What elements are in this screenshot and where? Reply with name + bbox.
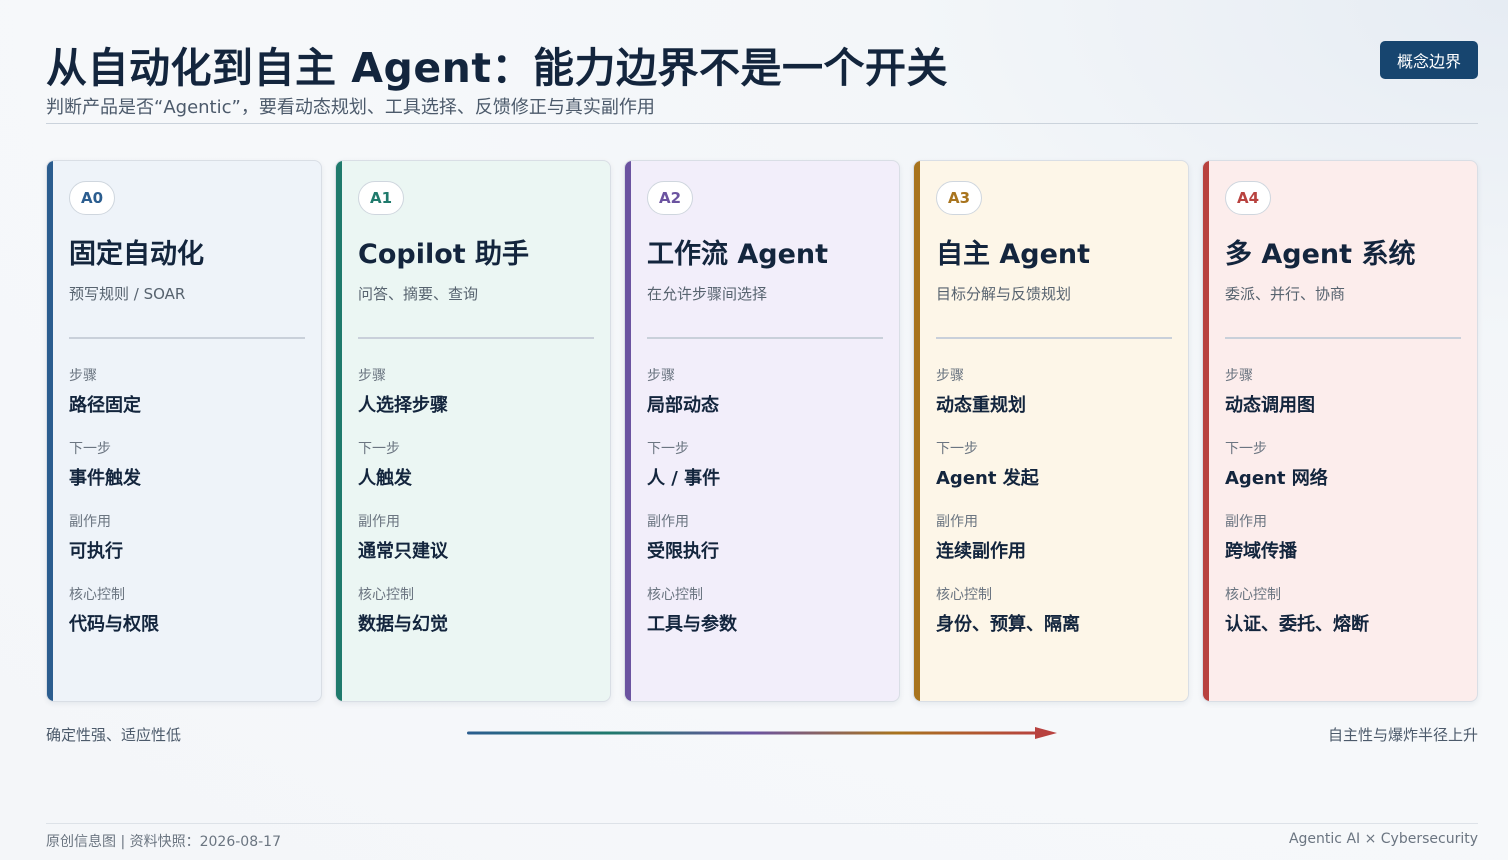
field-label: 下一步 [1225, 441, 1267, 457]
field-steps: 步骤 动态重规划 [936, 365, 1172, 417]
field-steps: 步骤 路径固定 [69, 365, 305, 417]
field-value: 动态重规划 [936, 395, 1026, 416]
field-core-control: 核心控制 代码与权限 [69, 584, 305, 636]
field-side-effect: 副作用 连续副作用 [936, 511, 1172, 563]
level-badge: A4 [1225, 181, 1271, 215]
field-next-step: 下一步 人触发 [358, 438, 594, 490]
field-next-step: 下一步 Agent 发起 [936, 438, 1172, 490]
level-badge: A2 [647, 181, 693, 215]
field-value: 数据与幻觉 [358, 614, 448, 635]
field-value: 路径固定 [69, 395, 141, 416]
card-a4: A4 多 Agent 系统 委派、并行、协商 步骤 动态调用图 下一步 Agen… [1202, 160, 1478, 702]
arrow-head [1035, 727, 1057, 739]
field-value: 连续副作用 [936, 541, 1026, 562]
field-core-control: 核心控制 数据与幻觉 [358, 584, 594, 636]
card-a3: A3 自主 Agent 目标分解与反馈规划 步骤 动态重规划 下一步 Agent… [913, 160, 1189, 702]
arrow-shaft [467, 731, 1039, 735]
field-value: Agent 发起 [936, 468, 1039, 489]
field-label: 步骤 [69, 368, 97, 384]
field-side-effect: 副作用 可执行 [69, 511, 305, 563]
field-label: 核心控制 [69, 587, 125, 603]
field-value: Agent 网络 [1225, 468, 1328, 489]
card-title: 自主 Agent [936, 239, 1091, 270]
field-steps: 步骤 动态调用图 [1225, 365, 1461, 417]
header-divider [46, 123, 1478, 124]
card-subtitle: 目标分解与反馈规划 [936, 285, 1072, 303]
card-divider [69, 337, 305, 339]
level-badge: A3 [936, 181, 982, 215]
field-core-control: 核心控制 工具与参数 [647, 584, 883, 636]
footer-divider [46, 823, 1478, 824]
field-label: 副作用 [358, 514, 400, 530]
autonomy-gradient-arrow [467, 727, 1057, 739]
card-title: 工作流 Agent [647, 239, 829, 270]
axis-right-label: 自主性与爆炸半径上升 [1327, 726, 1478, 744]
field-label: 下一步 [69, 441, 111, 457]
card-title: 固定自动化 [69, 239, 204, 270]
field-value: 事件触发 [69, 468, 141, 489]
field-label: 副作用 [69, 514, 111, 530]
autonomy-level-cards: A0 固定自动化 预写规则 / SOAR 步骤 路径固定 下一步 事件触发 副作… [46, 160, 1478, 702]
field-value: 认证、委托、熔断 [1225, 614, 1369, 635]
field-core-control: 核心控制 认证、委托、熔断 [1225, 584, 1461, 636]
field-label: 副作用 [647, 514, 689, 530]
card-divider [358, 337, 594, 339]
field-label: 步骤 [358, 368, 386, 384]
field-side-effect: 副作用 跨域传播 [1225, 511, 1461, 563]
field-label: 核心控制 [936, 587, 992, 603]
card-divider [647, 337, 883, 339]
field-next-step: 下一步 事件触发 [69, 438, 305, 490]
field-label: 核心控制 [358, 587, 414, 603]
field-value: 人 / 事件 [647, 468, 721, 489]
field-steps: 步骤 人选择步骤 [358, 365, 594, 417]
card-a1: A1 Copilot 助手 问答、摘要、查询 步骤 人选择步骤 下一步 人触发 … [335, 160, 611, 702]
field-side-effect: 副作用 通常只建议 [358, 511, 594, 563]
field-value: 人选择步骤 [358, 395, 448, 416]
axis-left-label: 确定性强、适应性低 [46, 726, 182, 744]
concept-boundary-tag[interactable]: 概念边界 [1380, 41, 1478, 79]
level-badge: A0 [69, 181, 115, 215]
level-badge: A1 [358, 181, 404, 215]
card-divider [936, 337, 1172, 339]
field-value: 人触发 [358, 468, 412, 489]
card-a0: A0 固定自动化 预写规则 / SOAR 步骤 路径固定 下一步 事件触发 副作… [46, 160, 322, 702]
field-next-step: 下一步 人 / 事件 [647, 438, 883, 490]
field-label: 下一步 [647, 441, 689, 457]
card-subtitle: 在允许步骤间选择 [647, 285, 768, 303]
card-a2: A2 工作流 Agent 在允许步骤间选择 步骤 局部动态 下一步 人 / 事件… [624, 160, 900, 702]
field-label: 副作用 [1225, 514, 1267, 530]
field-side-effect: 副作用 受限执行 [647, 511, 883, 563]
field-value: 局部动态 [647, 395, 719, 416]
field-value: 动态调用图 [1225, 395, 1315, 416]
footer-brand: Agentic AI × Cybersecurity [1288, 831, 1478, 847]
card-subtitle: 问答、摘要、查询 [358, 285, 479, 303]
field-next-step: 下一步 Agent 网络 [1225, 438, 1461, 490]
footer-source: 原创信息图 | 资料快照：2026-08-17 [46, 834, 281, 850]
field-value: 代码与权限 [69, 614, 159, 635]
card-title: Copilot 助手 [358, 239, 530, 270]
field-value: 跨域传播 [1225, 541, 1297, 562]
field-label: 步骤 [936, 368, 964, 384]
field-label: 下一步 [936, 441, 978, 457]
card-divider [1225, 337, 1461, 339]
page-subtitle: 判断产品是否“Agentic”，要看动态规划、工具选择、反馈修正与真实副作用 [46, 97, 655, 118]
field-value: 通常只建议 [358, 541, 448, 562]
field-label: 步骤 [1225, 368, 1253, 384]
card-title: 多 Agent 系统 [1225, 239, 1416, 270]
field-value: 身份、预算、隔离 [936, 614, 1080, 635]
field-label: 下一步 [358, 441, 400, 457]
field-value: 受限执行 [647, 541, 719, 562]
page-title: 从自动化到自主 Agent：能力边界不是一个开关 [46, 44, 948, 92]
card-subtitle: 委派、并行、协商 [1225, 285, 1346, 303]
field-label: 核心控制 [647, 587, 703, 603]
card-subtitle: 预写规则 / SOAR [69, 285, 186, 303]
field-value: 工具与参数 [647, 614, 737, 635]
field-label: 核心控制 [1225, 587, 1281, 603]
field-steps: 步骤 局部动态 [647, 365, 883, 417]
field-core-control: 核心控制 身份、预算、隔离 [936, 584, 1172, 636]
field-label: 步骤 [647, 368, 675, 384]
field-value: 可执行 [69, 541, 123, 562]
field-label: 副作用 [936, 514, 978, 530]
